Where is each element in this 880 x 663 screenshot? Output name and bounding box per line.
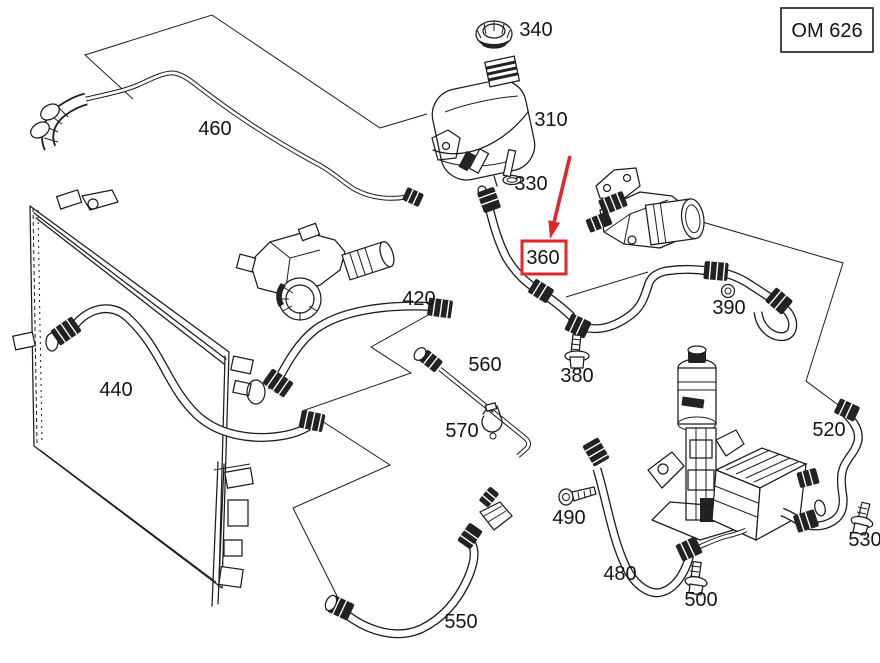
pipe-560 [413,347,532,458]
part-label-440[interactable]: 440 [99,379,132,401]
highlight-box[interactable] [520,239,568,276]
hose-520 [780,398,863,533]
part-label-530[interactable]: 530 [848,529,880,551]
radiator [12,189,266,589]
part-label-380[interactable]: 380 [560,365,593,387]
bolt-380 [564,333,590,369]
hose-550 [324,487,513,639]
hose-480 [582,437,748,598]
part-label-560[interactable]: 560 [468,354,501,376]
highlight-arrowhead [548,220,561,239]
part-label-570[interactable]: 570 [445,420,478,442]
highlight-callout [520,155,572,276]
return-pipe [564,261,798,342]
part-label-460[interactable]: 460 [198,118,231,140]
thermostat-housing [585,167,705,249]
nut-390 [720,283,736,299]
pipe-460 [30,70,424,207]
part-label-360[interactable]: 360 [526,247,559,269]
engine-code-label: OM 626 [791,20,862,42]
part-label-340[interactable]: 340 [519,19,552,41]
part-label-550[interactable]: 550 [444,611,477,633]
part-label-420[interactable]: 420 [402,288,435,310]
oil-filter-housing [647,345,745,541]
tank-cap-340 [475,20,513,49]
hose-420 [262,297,453,398]
hose-360 [477,185,576,321]
bolt-530 [850,501,874,536]
bolt-490 [558,486,597,506]
hose-440 [45,304,326,442]
expansion-tank [431,55,536,187]
tank-mount-parts [458,148,517,178]
leader-lines [84,14,846,605]
seal-ring-330 [502,174,522,186]
engine-code-box: OM 626 [780,7,874,53]
bolt-500 [684,560,708,596]
part-label-390[interactable]: 390 [712,297,745,319]
clamp-570 [481,402,503,440]
part-label-310[interactable]: 310 [534,109,567,131]
part-label-520[interactable]: 520 [812,419,845,441]
part-label-330[interactable]: 330 [514,173,547,195]
part-labels: 460 340 310 330 360 420 390 440 560 380 570 520 490 5… [99,19,880,633]
coolant-pump-part [235,222,395,321]
part-label-490[interactable]: 490 [552,507,585,529]
part-label-500[interactable]: 500 [684,589,717,611]
radiator-lower-section [211,461,254,607]
highlight-arrow [552,155,572,222]
part-label-480[interactable]: 480 [603,563,636,585]
oil-cooler-block [711,447,826,542]
